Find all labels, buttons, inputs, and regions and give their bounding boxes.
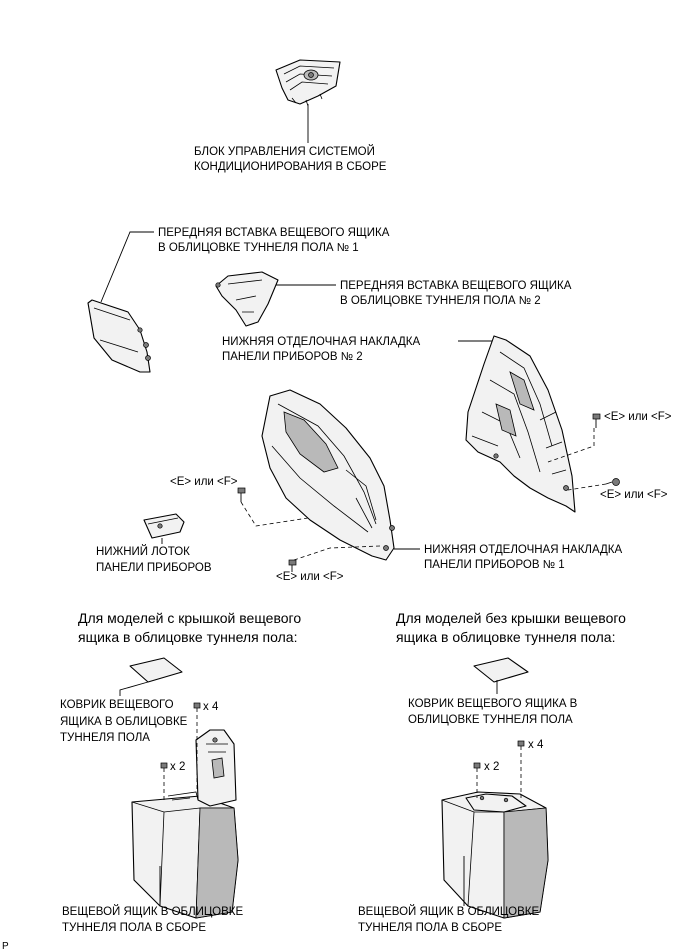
- console-box-without-lid: [441, 740, 549, 919]
- mat-left: [119, 657, 183, 696]
- clip-center-lower: [288, 559, 297, 572]
- mat-left-label-l2: ЯЩИКА В ОБЛИЦОВКЕ: [60, 716, 188, 728]
- clip-right-upper: [592, 413, 601, 428]
- console-right-label-l1: ВЕЩЕВОЙ ЯЩИК В ОБЛИЦОВКЕ: [358, 905, 539, 918]
- mat-left-label-l1: КОВРИК ВЕЩЕВОГО: [60, 699, 174, 711]
- front-insert-2: [215, 271, 336, 327]
- ac-control-assembly: [275, 59, 341, 143]
- mat-left-label-l3: ТУННЕЛЯ ПОЛА: [60, 732, 150, 744]
- clip-right-lower-label: <E> или <F>: [600, 489, 668, 501]
- clip-center-upper: [237, 487, 246, 502]
- lower-panel-2-label-l2: ПАНЕЛИ ПРИБОРОВ № 2: [222, 351, 363, 363]
- clip-center-lower-label: <E> или <F>: [276, 571, 344, 583]
- lower-panel-1-label-l1: НИЖНЯЯ ОТДЕЛОЧНАЯ НАКЛАДКА: [424, 544, 622, 556]
- ac-control-label-l2: КОНДИЦИОНИРОВАНИЯ В СБОРЕ: [194, 161, 387, 173]
- lower-panel-2-label-l1: НИЖНЯЯ ОТДЕЛОЧНАЯ НАКЛАДКА: [222, 336, 420, 348]
- front-insert-1-label-l1: ПЕРЕДНЯЯ ВСТАВКА ВЕЩЕВОГО ЯЩИКА: [158, 227, 390, 239]
- ac-control-label-l1: БЛОК УПРАВЛЕНИЯ СИСТЕМОЙ: [194, 145, 375, 158]
- clip-right-upper-label: <E> или <F>: [604, 411, 672, 423]
- console-left-label-l1: ВЕЩЕВОЙ ЯЩИК В ОБЛИЦОВКЕ: [62, 905, 243, 918]
- with-lid-heading-l2: ящика в облицовке туннеля пола:: [78, 629, 297, 645]
- without-lid-heading-l2: ящика в облицовке туннеля пола:: [396, 629, 615, 645]
- clip-center-upper-label: <E> или <F>: [170, 476, 238, 488]
- mat-right-label-l1: КОВРИК ВЕЩЕВОГО ЯЩИКА В: [408, 698, 578, 710]
- footer-code: P: [2, 941, 9, 952]
- lower-tray: [143, 513, 185, 544]
- lower-tray-label-l1: НИЖНИЙ ЛОТОК: [96, 545, 190, 558]
- without-lid-heading-l1: Для моделей без крышки вещевого: [396, 610, 626, 626]
- mat-right-label-l2: ОБЛИЦОВКЕ ТУННЕЛЯ ПОЛА: [408, 714, 573, 726]
- console-box-with-lid: [131, 702, 239, 919]
- mat-right: [473, 657, 529, 694]
- front-insert-2-label-l1: ПЕРЕДНЯЯ ВСТАВКА ВЕЩЕВОГО ЯЩИКА: [340, 280, 572, 292]
- lower-tray-label-l2: ПАНЕЛИ ПРИБОРОВ: [96, 562, 212, 574]
- front-insert-2-label-l2: В ОБЛИЦОВКЕ ТУННЕЛЯ ПОЛА № 2: [340, 295, 541, 307]
- x2-right-label: x 2: [484, 761, 499, 773]
- x4-right-label: x 4: [528, 739, 544, 751]
- clip-right-lower: [605, 478, 620, 486]
- lower-panel-2: [458, 335, 576, 513]
- front-insert-1: [87, 231, 154, 373]
- x2-left-label: x 2: [170, 761, 185, 773]
- lower-panel-1: [261, 389, 420, 561]
- console-right-label-l2: ТУННЕЛЯ ПОЛА В СБОРЕ: [358, 922, 502, 934]
- console-left-label-l2: ТУННЕЛЯ ПОЛА В СБОРЕ: [62, 922, 206, 934]
- lower-panel-1-label-l2: ПАНЕЛИ ПРИБОРОВ № 1: [424, 559, 565, 571]
- x4-left-label: x 4: [203, 701, 219, 713]
- front-insert-1-label-l2: В ОБЛИЦОВКЕ ТУННЕЛЯ ПОЛА № 1: [158, 242, 359, 254]
- with-lid-heading-l1: Для моделей с крышкой вещевого: [78, 610, 301, 626]
